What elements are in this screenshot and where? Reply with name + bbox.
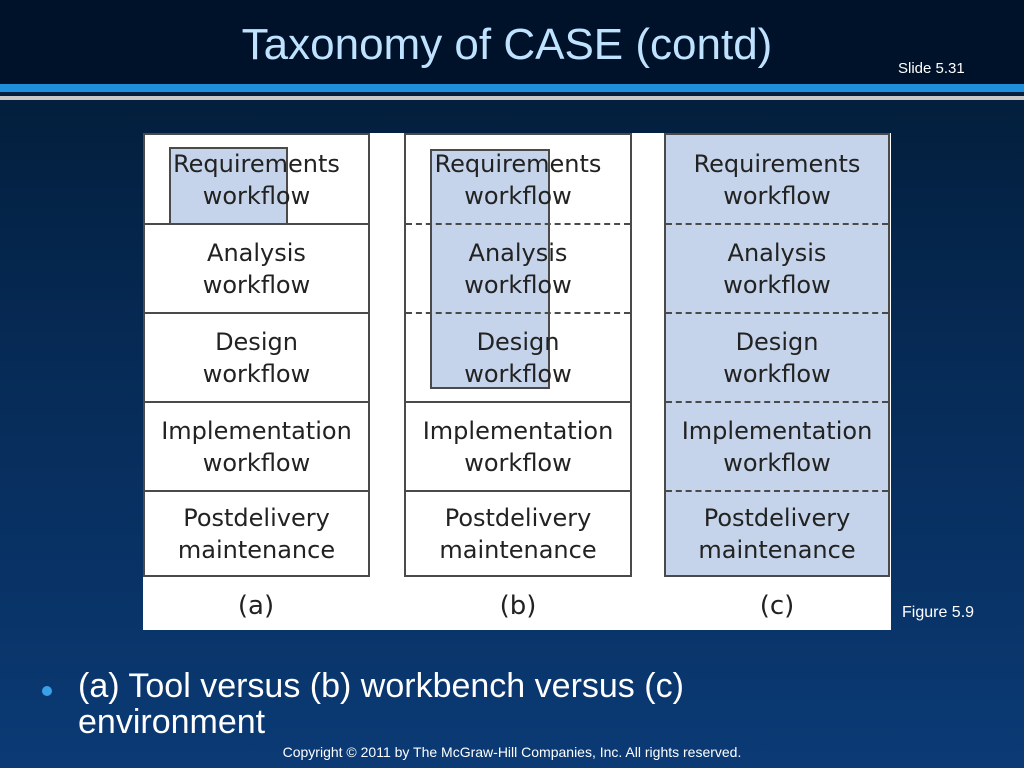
col-a-divider — [145, 312, 368, 314]
tool-highlight — [169, 147, 288, 225]
caption-b: (b) — [499, 591, 537, 621]
col-c-divider-dashed — [666, 312, 888, 314]
col-a-divider — [145, 490, 368, 492]
col-b-divider-dashed — [406, 223, 630, 225]
workbench-highlight — [430, 149, 550, 389]
col-b-divider-dashed — [406, 312, 630, 314]
col-c-divider-dashed — [666, 401, 888, 403]
title-bar — [0, 0, 1024, 84]
slide-number: Slide 5.31 — [898, 60, 965, 77]
caption-a: (a) — [237, 591, 275, 621]
col-c-divider-dashed — [666, 223, 888, 225]
slide-title: Taxonomy of CASE (contd) — [241, 20, 773, 69]
copyright-footer: Copyright © 2011 by The McGraw-Hill Comp… — [282, 744, 742, 760]
col-a-divider — [145, 223, 368, 225]
bullet-text: (a) Tool versus (b) workbench versus (c)… — [78, 667, 684, 741]
col-b-divider — [406, 490, 630, 492]
col-c-divider-dashed — [666, 490, 888, 492]
bullet-dot-icon — [42, 686, 52, 696]
caption-c: (c) — [759, 591, 795, 621]
title-rule-blue — [0, 84, 1024, 92]
col-a-divider — [145, 401, 368, 403]
col-b-divider — [406, 401, 630, 403]
figure-label: Figure 5.9 — [902, 604, 975, 621]
title-rule-gray — [0, 96, 1024, 100]
